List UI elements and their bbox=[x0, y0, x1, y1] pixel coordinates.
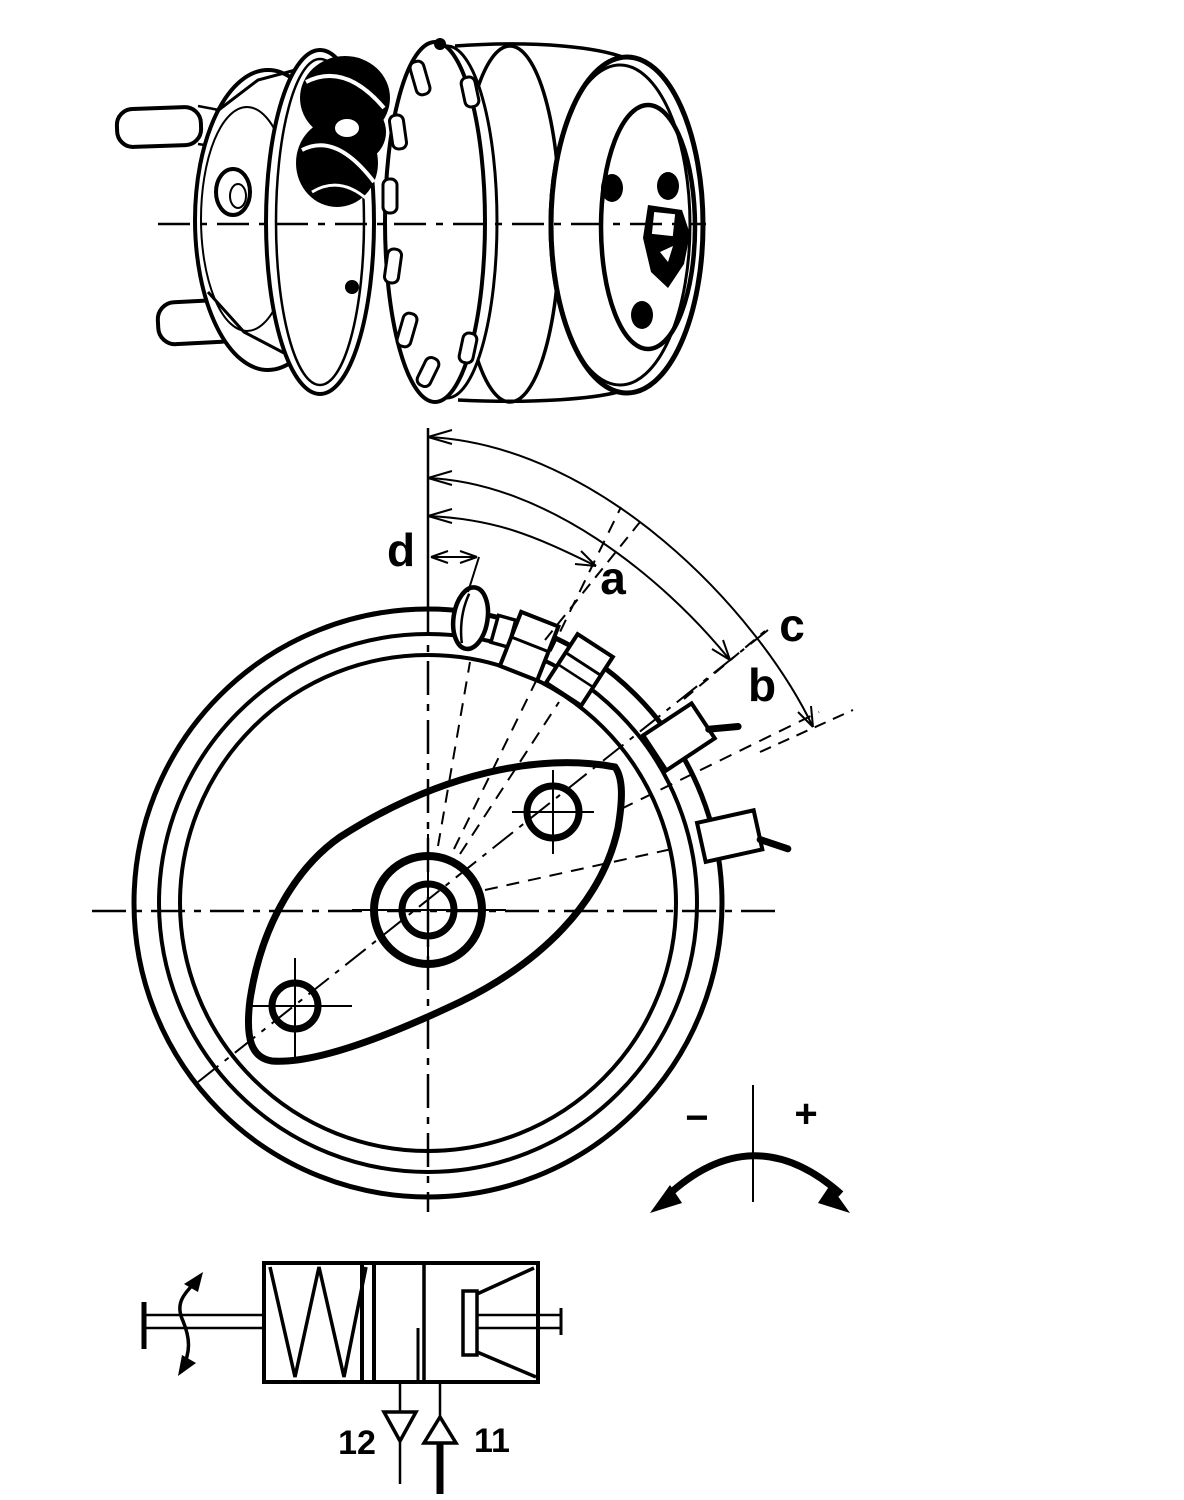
port-stud-a bbox=[497, 609, 561, 684]
face-hub bbox=[643, 205, 690, 288]
band-slots bbox=[381, 59, 481, 389]
face-bolt-hole bbox=[657, 172, 679, 200]
flange-hole-lower bbox=[250, 958, 352, 1060]
label-dim-b: b bbox=[748, 659, 776, 711]
valve-seat-cone bbox=[461, 1266, 563, 1379]
slotted-band bbox=[381, 38, 499, 404]
port-stud-d bbox=[694, 807, 792, 865]
rotation-arrow-left bbox=[650, 1185, 682, 1213]
rim-port-studs bbox=[450, 585, 792, 865]
label-rotation-plus: + bbox=[794, 1092, 817, 1136]
angular-dimensions: d a b c bbox=[387, 428, 854, 753]
valve-body bbox=[262, 1261, 540, 1384]
dimension-arc-a bbox=[427, 508, 641, 641]
valve-port-11 bbox=[420, 1382, 460, 1494]
label-dim-d: d bbox=[387, 524, 415, 576]
valve-schematic: 12 11 bbox=[141, 1261, 563, 1494]
dimension-d bbox=[430, 550, 480, 593]
face-bolt-hole bbox=[631, 301, 653, 329]
band-top-dot bbox=[434, 38, 446, 50]
bolt-hole-axis bbox=[197, 629, 769, 1083]
label-port-11: 11 bbox=[474, 1422, 510, 1460]
port-stud-c bbox=[640, 700, 742, 774]
housing-boss bbox=[214, 167, 252, 217]
coil-spring bbox=[296, 56, 390, 294]
valve-port-12 bbox=[381, 1382, 419, 1484]
valve-spring bbox=[268, 1266, 368, 1378]
label-port-12: 12 bbox=[338, 1424, 376, 1462]
dimension-arc-b bbox=[427, 470, 766, 700]
port-stud-b bbox=[543, 631, 616, 709]
rotation-arrow-right bbox=[818, 1185, 850, 1213]
side-view bbox=[114, 38, 706, 404]
rotation-arc bbox=[663, 1152, 844, 1200]
valve-twist-arrow bbox=[178, 1272, 203, 1376]
dimension-arc-c bbox=[427, 429, 854, 753]
label-rotation-minus: − bbox=[685, 1096, 708, 1140]
face-bolt-hole bbox=[601, 174, 623, 202]
front-view bbox=[92, 506, 820, 1212]
port-knob-d bbox=[450, 585, 491, 652]
label-dim-a: a bbox=[600, 552, 626, 604]
label-dim-c: c bbox=[779, 599, 805, 651]
drum-face bbox=[548, 54, 706, 396]
flange-hole-upper bbox=[512, 770, 594, 854]
rotation-indicator: − + bbox=[650, 1085, 850, 1213]
